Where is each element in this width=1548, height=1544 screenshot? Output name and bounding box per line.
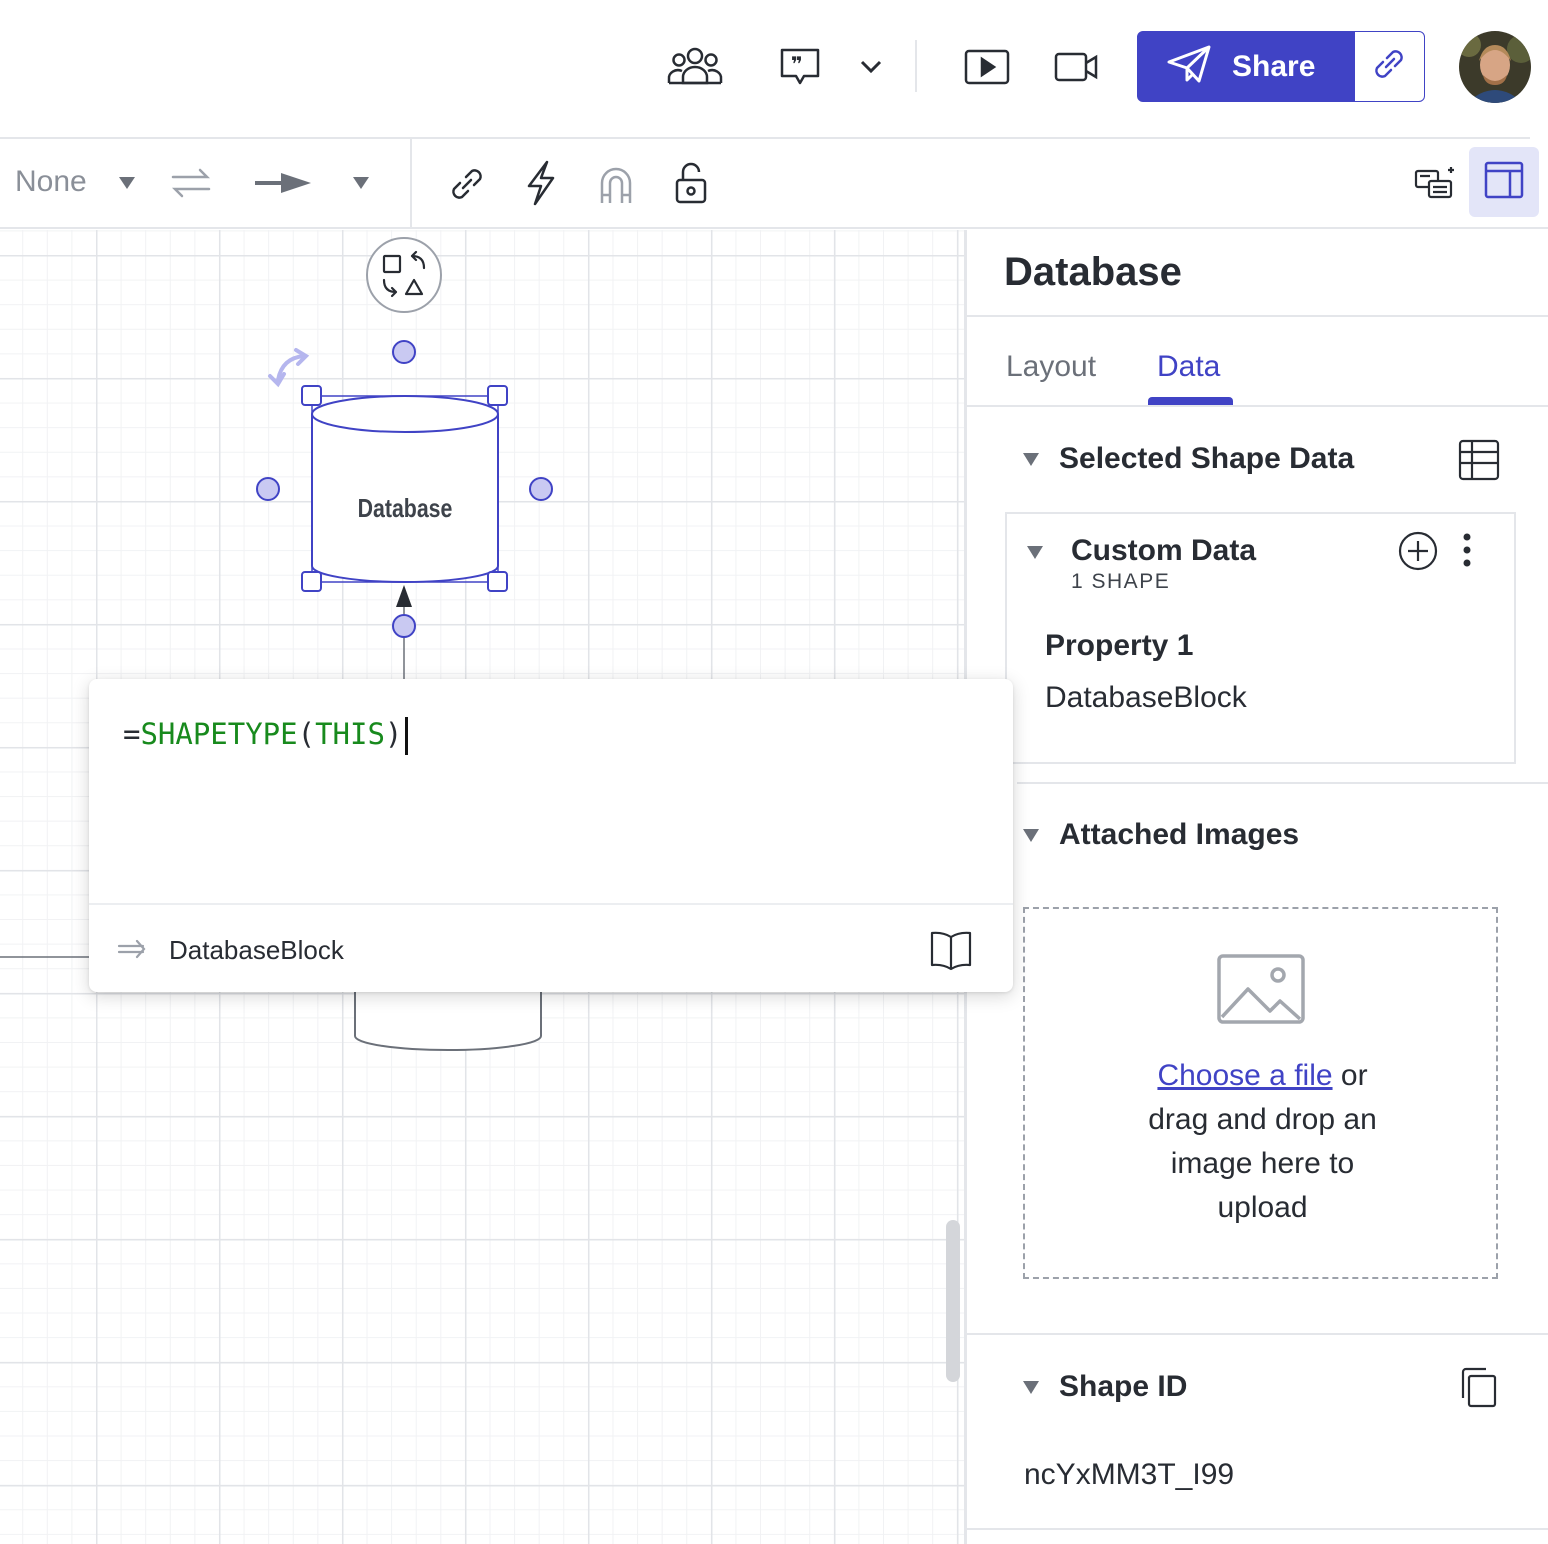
connector-arrowhead: [396, 585, 412, 607]
upload-rest-text: drag and drop an image here to upload: [1148, 1103, 1377, 1224]
line-style-value[interactable]: None: [15, 165, 87, 198]
collapse-triangle-icon: [1023, 452, 1039, 466]
comment-icon[interactable]: ❞: [777, 44, 823, 90]
section-divider: [1017, 782, 1548, 784]
property-value[interactable]: DatabaseBlock: [1045, 681, 1247, 714]
section-divider: [967, 1333, 1548, 1335]
canvas-shapes: [0, 237, 553, 1051]
copy-link-icon: [1369, 44, 1409, 89]
avatar[interactable]: [1459, 31, 1531, 103]
formula-result-bar: DatabaseBlock: [89, 903, 1013, 992]
attached-images-header[interactable]: Attached Images: [1023, 818, 1299, 852]
action-bolt-icon[interactable]: [520, 159, 562, 207]
shape-id-header[interactable]: Shape ID: [1023, 1370, 1187, 1404]
choose-file-link[interactable]: Choose a file: [1157, 1059, 1333, 1092]
formula-equals: =: [123, 717, 141, 751]
unlock-icon[interactable]: [670, 159, 712, 207]
canvas-scrollbar[interactable]: [946, 1220, 960, 1382]
property-label[interactable]: Property 1: [1045, 629, 1194, 662]
formula-function: SHAPETYPE: [140, 717, 298, 751]
toolbar: None: [0, 139, 1548, 229]
share-main-button[interactable]: Share: [1138, 32, 1355, 101]
active-tab-indicator: [1148, 397, 1233, 405]
copy-link-button[interactable]: [1354, 32, 1424, 101]
header-divider-line: [0, 137, 1530, 139]
top-header: ❞ Share: [0, 0, 1548, 138]
formula-editor-popup: =SHAPETYPE(THIS) DatabaseBlock: [89, 679, 1013, 992]
selected-shape-data-header[interactable]: Selected Shape Data: [1023, 442, 1354, 476]
formula-input[interactable]: =SHAPETYPE(THIS): [123, 717, 409, 755]
formula-argument: THIS: [315, 717, 385, 751]
selected-shape-data-title: Selected Shape Data: [1059, 442, 1355, 475]
rotate-handle-icon: [268, 348, 310, 388]
chevron-down-icon[interactable]: [856, 52, 886, 82]
link-icon[interactable]: [444, 161, 490, 207]
formula-help-book-icon[interactable]: [929, 929, 973, 976]
share-label: Share: [1232, 49, 1316, 83]
data-table-icon[interactable]: [1457, 438, 1501, 487]
collapse-triangle-icon: [1023, 828, 1039, 842]
formula-result: DatabaseBlock: [169, 935, 344, 965]
toolbar-divider: [410, 139, 412, 229]
arrow-end-icon[interactable]: [252, 169, 314, 197]
present-icon[interactable]: [962, 45, 1012, 89]
upload-or-text: or: [1332, 1059, 1368, 1092]
image-placeholder-icon: [1216, 953, 1306, 1030]
image-upload-dropzone[interactable]: Choose a file or drag and drop an image …: [1023, 907, 1498, 1279]
copy-icon[interactable]: [1459, 1366, 1499, 1415]
header-divider: [915, 40, 917, 92]
text-caret: [405, 717, 409, 755]
right-panel: Database Layout Data Selected Shape Data…: [964, 230, 1548, 1544]
paper-plane-icon: [1166, 44, 1212, 89]
custom-data-count: 1 SHAPE: [1071, 570, 1171, 593]
panel-layout-toggle[interactable]: [1469, 147, 1539, 217]
collapse-triangle-icon[interactable]: [1027, 546, 1043, 559]
shape-data-icon[interactable]: [1411, 163, 1459, 205]
selected-shape-label[interactable]: Database: [357, 493, 453, 523]
resize-handles: [301, 385, 508, 592]
custom-data-card: Custom Data 1 SHAPE Property 1 DatabaseB…: [1005, 512, 1516, 764]
shape-id-title: Shape ID: [1059, 1370, 1188, 1403]
formula-open-paren: (: [297, 717, 316, 751]
database-shape-selected: [311, 395, 499, 583]
panel-layout-icon: [1483, 159, 1525, 206]
magnet-icon[interactable]: [594, 161, 638, 207]
custom-data-title: Custom Data: [1071, 534, 1257, 567]
swap-arrows-icon[interactable]: [167, 163, 215, 203]
collapse-triangle-icon: [1023, 1380, 1039, 1394]
formula-close-paren: ): [384, 717, 403, 751]
swap-shape-button: [366, 237, 442, 313]
attached-images-title: Attached Images: [1059, 818, 1300, 851]
tabs-divider: [967, 405, 1548, 407]
more-options-icon[interactable]: [1461, 532, 1473, 573]
result-arrow-icon: [117, 937, 147, 966]
svg-text:❞: ❞: [791, 52, 803, 76]
arrow-dropdown-icon[interactable]: [350, 173, 372, 193]
tab-layout[interactable]: Layout: [1006, 350, 1097, 383]
share-button[interactable]: Share: [1137, 31, 1425, 102]
shape-id-value[interactable]: ncYxMM3T_I99: [1024, 1458, 1235, 1491]
collaborators-icon[interactable]: [664, 44, 726, 90]
section-divider: [967, 1528, 1548, 1530]
video-call-icon[interactable]: [1052, 46, 1100, 88]
upload-instructions: Choose a file or drag and drop an image …: [1025, 1054, 1500, 1230]
tab-data[interactable]: Data: [1157, 350, 1221, 383]
panel-divider: [967, 315, 1548, 317]
connection-points: [256, 340, 553, 638]
add-property-icon[interactable]: [1397, 530, 1439, 577]
panel-title: Database: [1004, 250, 1182, 294]
line-style-dropdown-icon[interactable]: [116, 173, 138, 193]
